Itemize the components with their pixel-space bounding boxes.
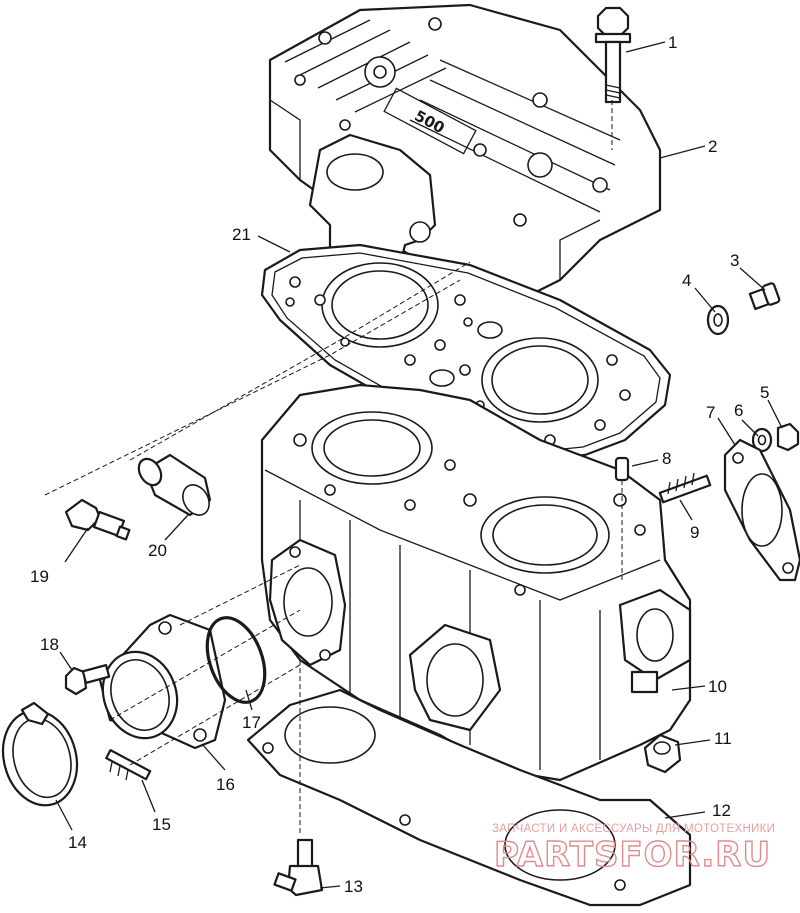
exhaust-gasket [723,438,800,582]
callout-9: 9 [690,523,699,542]
head-bolt [594,6,632,104]
nut-5 [776,422,800,452]
callout-17: 17 [242,713,261,732]
screw-15 [105,749,152,781]
small-bolt [748,282,781,311]
callout-15: 15 [152,815,171,834]
callout-18: 18 [40,635,59,654]
callout-13: 13 [344,877,363,896]
nut-11 [643,733,682,774]
cylinder-block [260,383,692,782]
sleeve [137,453,212,517]
callout-20: 20 [148,541,167,560]
stud [658,472,712,504]
callout-4: 4 [682,271,691,290]
watermark-logo: PARTSFOR.RU [494,835,771,875]
callout-5: 5 [760,383,769,402]
callout-14: 14 [68,833,87,852]
callout-2: 2 [708,137,717,156]
bolt-18 [64,663,111,696]
washer-6 [751,427,773,453]
callout-labels: 1 2 3 4 5 6 7 8 9 10 11 12 13 14 15 16 1… [30,33,769,896]
callout-10: 10 [708,677,727,696]
base-gasket [246,688,692,907]
callout-21: 21 [232,225,251,244]
intake-adaptor [98,613,227,750]
leader-lines [55,41,783,889]
elbow-fitting [273,838,324,897]
watermark-tagline: ЗАПЧАСТИ И АКСЕССУАРЫ ДЛЯ МОТОТЕХНИКИ [492,823,775,835]
callout-3: 3 [730,251,739,270]
callout-16: 16 [216,775,235,794]
o-ring [205,616,267,704]
watermark: ЗАПЧАСТИ И АКСЕССУАРЫ ДЛЯ МОТОТЕХНИКИ PA… [492,823,775,876]
temp-sensor [64,498,131,541]
callout-8: 8 [662,449,671,468]
head-gasket [260,243,672,462]
callout-12: 12 [712,801,731,820]
callout-7: 7 [706,403,715,422]
hose-clamp [1,701,79,807]
callout-11: 11 [714,729,732,748]
callout-19: 19 [30,567,49,586]
washer-4 [706,304,730,336]
assembly-lines [44,100,623,835]
callout-6: 6 [734,401,743,420]
dowel-pin [614,456,630,482]
callout-1: 1 [668,33,677,52]
